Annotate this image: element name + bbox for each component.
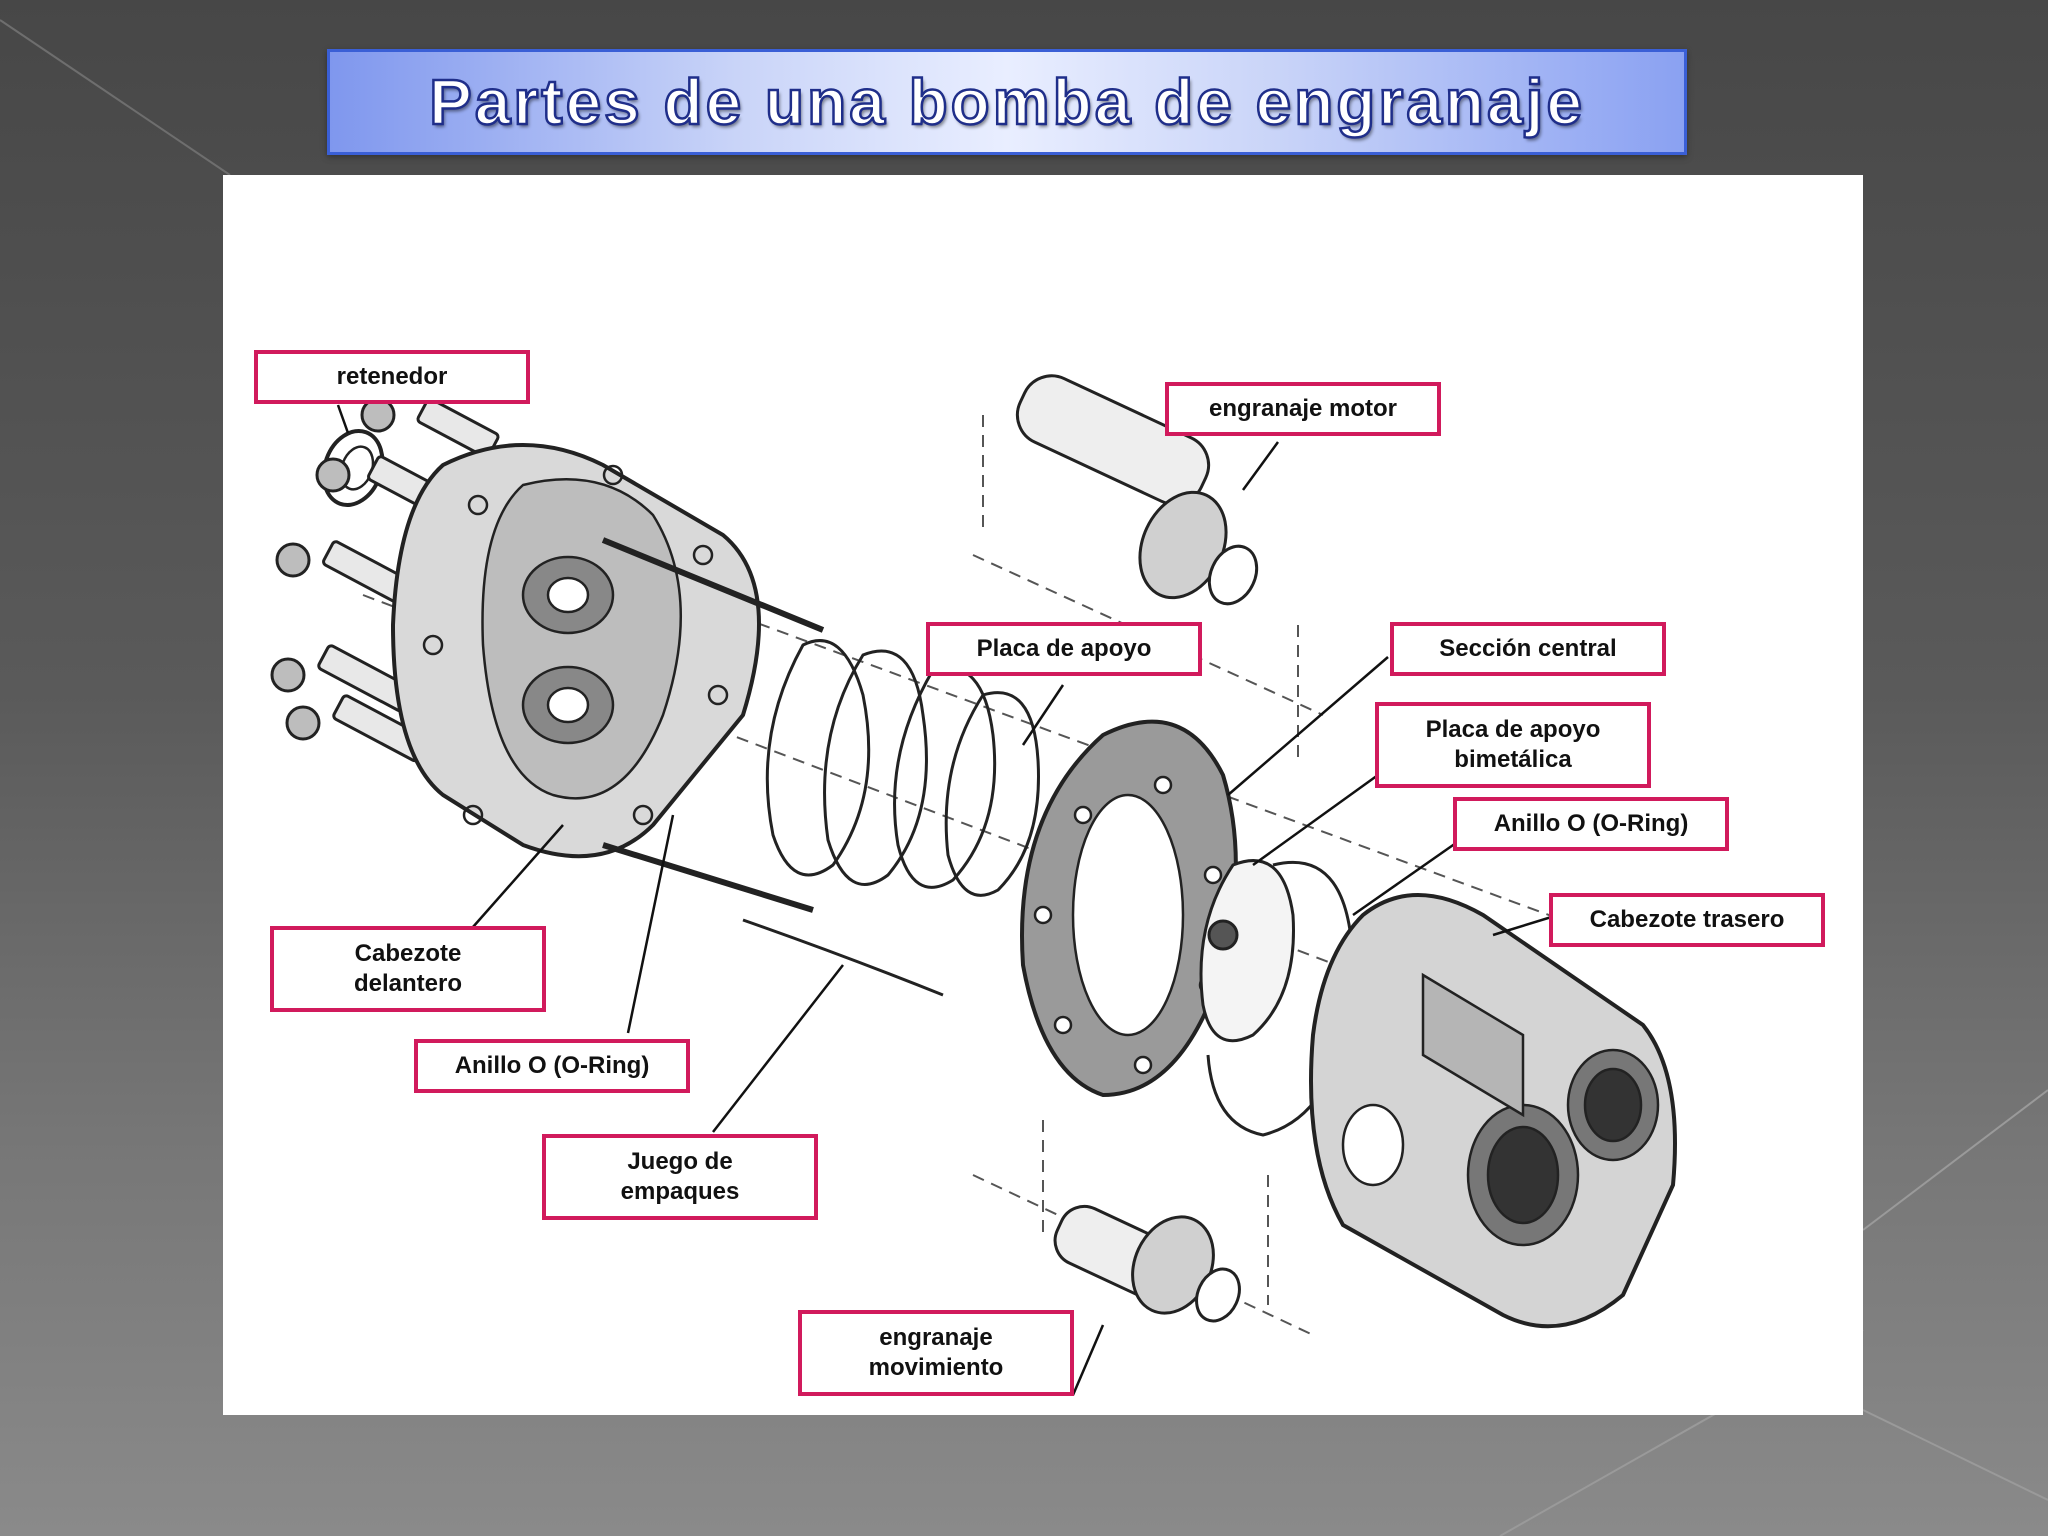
cabezote-trasero-part [1309, 893, 1677, 1329]
label-cabezote-trasero: Cabezote trasero [1549, 893, 1825, 947]
label-retenedor: retenedor [254, 350, 530, 404]
label-anillo-o-trasero: Anillo O (O-Ring) [1453, 797, 1729, 851]
cabezote-delantero-part [390, 443, 825, 913]
placa-bimetalica-part [1199, 859, 1355, 1137]
label-anillo-o-delantero: Anillo O (O-Ring) [414, 1039, 690, 1093]
label-engranaje-motor: engranaje motor [1165, 382, 1441, 436]
title-banner: Partes de una bomba de engranaje [327, 49, 1687, 155]
gear-pump-exploded-drawing [270, 374, 1677, 1396]
label-seccion-central: Sección central [1390, 622, 1666, 676]
diagram-canvas: retenedor engranaje motor Placa de apoyo… [223, 175, 1863, 1415]
label-placa-bimetalica: Placa de apoyo bimetálica [1375, 702, 1651, 788]
engranaje-movimiento-part [1053, 1204, 1241, 1323]
engranaje-motor-part [1015, 374, 1259, 606]
label-juego-de-empaques: Juego de empaques [542, 1134, 818, 1220]
label-cabezote-delantero: Cabezote delantero [270, 926, 546, 1012]
label-engranaje-movimiento: engranaje movimiento [798, 1310, 1074, 1396]
seccion-central-part [1020, 719, 1238, 1098]
bolts [270, 397, 500, 763]
juego-de-empaques-part [742, 639, 1040, 997]
slide-title: Partes de una bomba de engranaje [428, 65, 1585, 140]
label-placa-de-apoyo: Placa de apoyo [926, 622, 1202, 676]
